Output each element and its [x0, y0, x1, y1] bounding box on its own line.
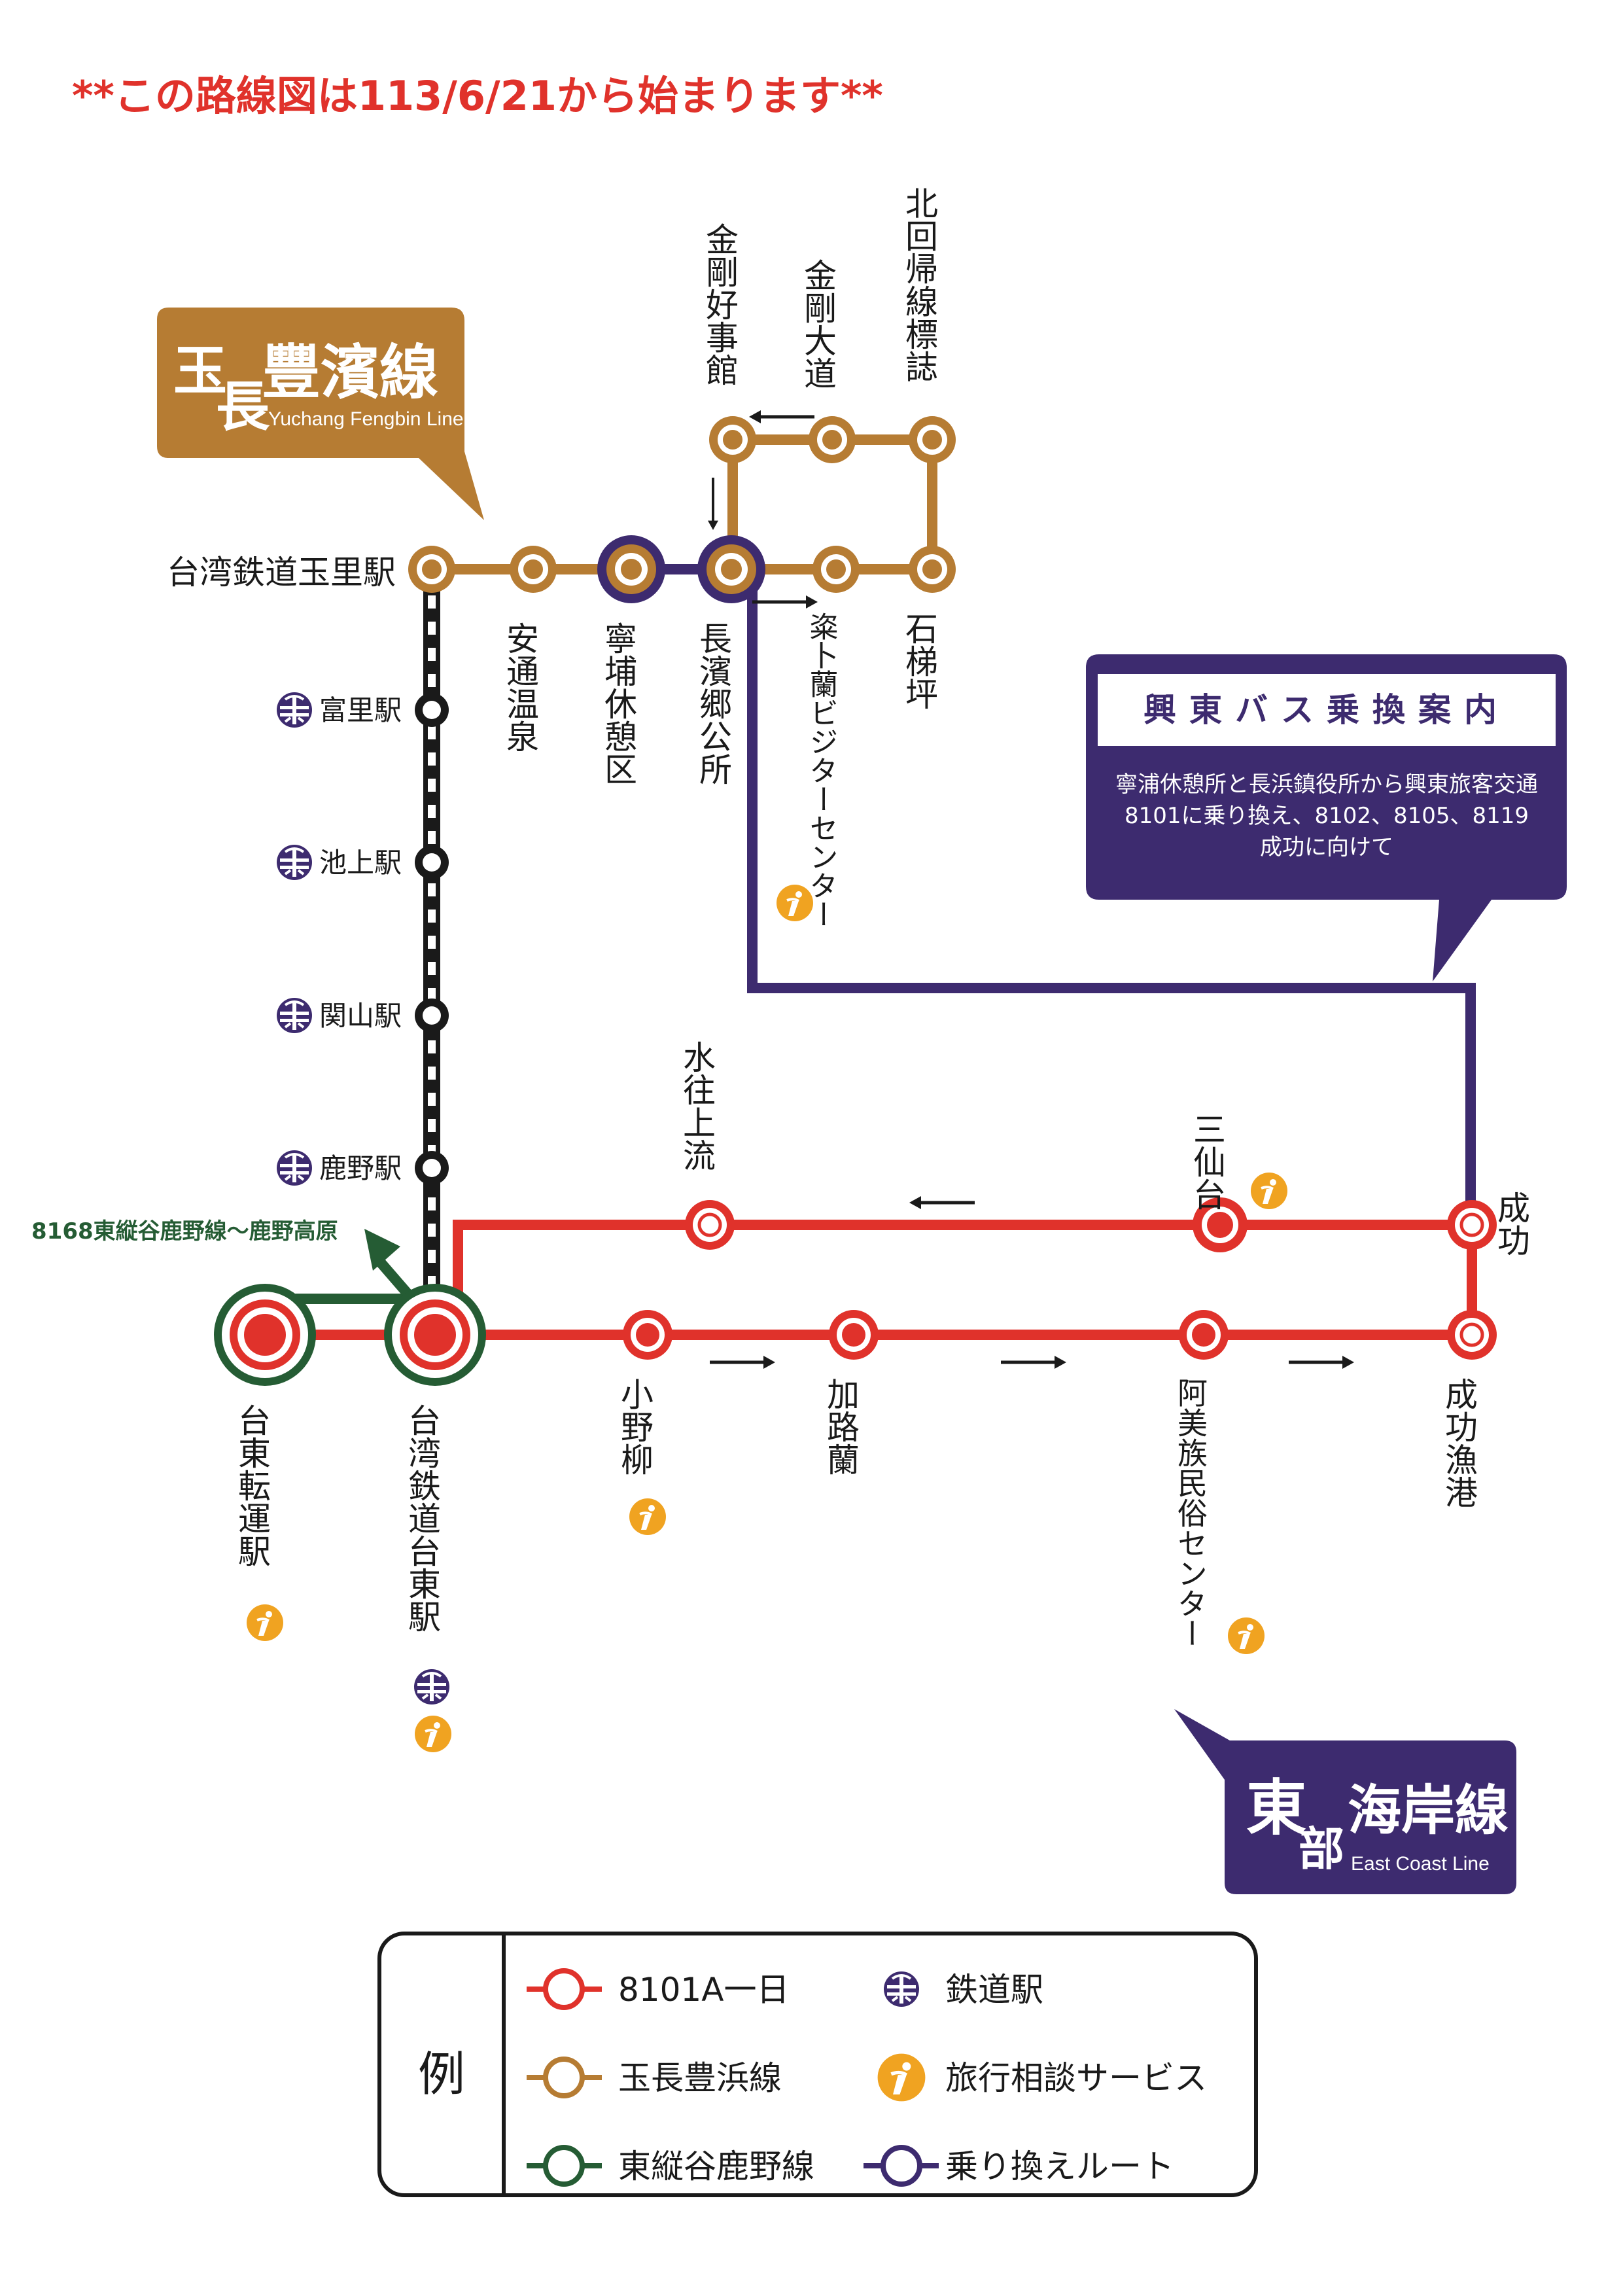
station-changbin — [697, 535, 765, 603]
station-guanshan — [415, 998, 449, 1033]
eastcoast-title-a: 東 — [1246, 1773, 1306, 1843]
red-stations[interactable] — [214, 1197, 1497, 1386]
brown-stations[interactable] — [408, 416, 956, 603]
green-route-label: 8168東縦谷鹿野線～鹿野高原 — [31, 1218, 338, 1245]
svg-text:鉄道駅: 鉄道駅 — [945, 1971, 1043, 2009]
transfer-box-line2: 8101に乗り換え、8102、8105、8119 — [1125, 803, 1529, 829]
label-amis: 阿美族民俗センター — [1173, 1377, 1208, 1648]
station-jingang-haoshi — [709, 416, 756, 463]
rail-labels: 富里駅 池上駅 関山駅 鹿野駅 — [275, 691, 451, 1706]
yuchang-title-a: 玉 — [173, 340, 227, 402]
label-yuli: 台湾鉄道玉里駅 — [167, 554, 396, 592]
railway-station-icon — [275, 843, 313, 881]
station-antong — [510, 546, 557, 593]
station-amis — [1179, 1310, 1229, 1360]
yuchang-title-c: 豐濱線 — [262, 338, 438, 407]
eastcoast-badge: 東 部 海岸線 East Coast Line — [1174, 1709, 1516, 1894]
station-xiaoyeliu — [623, 1310, 672, 1360]
legend-title: 例 — [418, 2047, 465, 2102]
label-fuli: 富里駅 — [319, 694, 402, 726]
legend-brown-route: 玉長豊浜線 — [527, 2057, 782, 2098]
svg-text:玉長豊浜線: 玉長豊浜線 — [618, 2059, 782, 2097]
label-jingang-haoshi: 金剛好事館 — [701, 222, 739, 386]
label-ningpu: 寧埔休憩区 — [599, 622, 637, 785]
svg-text:旅行相談サービス: 旅行相談サービス — [945, 2059, 1207, 2097]
label-jingang-dadao: 金剛大道 — [799, 258, 837, 389]
legend-red-route: 8101A一日 — [527, 1968, 789, 2010]
label-chishang: 池上駅 — [319, 847, 402, 879]
railway-station-icon — [275, 997, 313, 1034]
notice-text: **この路線図は113/6/21から始まります** — [72, 72, 883, 120]
travel-info-icon — [628, 1497, 667, 1536]
rail-stations[interactable] — [415, 693, 449, 1185]
station-shuiwang — [685, 1200, 735, 1250]
label-xiaoyeliu: 小野柳 — [616, 1377, 654, 1475]
station-jialulan — [829, 1310, 879, 1360]
label-chenggong-port: 成功漁港 — [1440, 1377, 1478, 1508]
station-chenggong-port — [1447, 1310, 1497, 1360]
station-chenggong — [1447, 1200, 1497, 1250]
vertical-labels: 安通温泉 寧埔休憩区 長濱郷公所 粢卜蘭ビジターセンター 石梯坪 金剛好事館 金… — [233, 186, 1530, 1648]
station-yuli — [408, 546, 455, 593]
yuchang-subtitle: Yuchang Fengbin Line — [268, 408, 464, 430]
label-shuiwang: 水往上流 — [678, 1040, 716, 1171]
legend-green-route: 東縦谷鹿野線 — [527, 2145, 814, 2187]
travel-info-icon — [878, 2054, 926, 2102]
station-fuli — [415, 693, 449, 727]
label-shitiping: 石梯坪 — [900, 612, 938, 710]
railway-station-icon — [882, 1970, 920, 2008]
yuchang-line — [432, 434, 937, 574]
legend: 例 8101A一日 玉長豊浜線 東縦谷鹿野線 鉄道駅 旅行相談サービス 乗り — [377, 1932, 1258, 2197]
label-changbin: 長濱郷公所 — [694, 622, 732, 785]
station-ningpu — [597, 535, 665, 603]
label-taitung-rail: 台湾鉄道台東駅 — [403, 1404, 441, 1633]
travel-info-icon — [245, 1603, 285, 1642]
label-sanxiantai: 三仙台 — [1188, 1112, 1226, 1210]
railway-station-icon — [275, 1149, 313, 1187]
station-chishang — [415, 845, 449, 879]
label-tropic: 北回帰線標誌 — [900, 186, 938, 383]
legend-info-service: 旅行相談サービス — [878, 2054, 1207, 2102]
station-xibulan — [812, 546, 860, 593]
svg-text:東縦谷鹿野線: 東縦谷鹿野線 — [618, 2147, 814, 2185]
transfer-box-line3: 成功に向けて — [1260, 834, 1393, 860]
transfer-box-line1: 寧浦休憩所と長浜鎮役所から興東旅客交通 — [1115, 771, 1538, 798]
station-shitiping — [909, 546, 956, 593]
legend-rail-station: 鉄道駅 — [882, 1970, 1043, 2009]
label-guanshan: 関山駅 — [319, 1000, 402, 1032]
legend-transfer-route: 乗り換えルート — [864, 2145, 1174, 2187]
eastcoast-subtitle: East Coast Line — [1351, 1853, 1490, 1875]
label-chenggong: 成功 — [1492, 1191, 1530, 1256]
eastcoast-title-c: 海岸線 — [1348, 1780, 1509, 1842]
travel-info-icon — [775, 883, 814, 923]
railway-station-icon — [413, 1668, 451, 1706]
eastcoast-title-b: 部 — [1299, 1822, 1344, 1876]
station-tropic — [909, 416, 956, 463]
label-jialulan: 加路蘭 — [822, 1377, 860, 1475]
station-luye — [415, 1151, 449, 1185]
yuchang-title-b: 長 — [216, 376, 270, 438]
label-luye: 鹿野駅 — [319, 1152, 402, 1184]
station-jingang-dadao — [809, 416, 856, 463]
travel-info-icon — [1227, 1616, 1266, 1655]
railway-station-icon — [275, 691, 313, 729]
station-taitung-transfer — [214, 1284, 316, 1386]
transfer-box-title: 興東バス乗換案内 — [1143, 691, 1510, 729]
svg-text:乗り換えルート: 乗り換えルート — [945, 2147, 1174, 2185]
svg-text:8101A一日: 8101A一日 — [618, 1971, 789, 2009]
station-taitung-rail — [384, 1284, 486, 1386]
label-antong: 安通温泉 — [501, 622, 539, 752]
travel-info-icon — [413, 1714, 453, 1754]
label-taitung-transfer: 台東転運駅 — [233, 1404, 271, 1567]
travel-info-icon — [1249, 1171, 1289, 1210]
yuchang-badge: 玉 長 豐濱線 Yuchang Fengbin Line — [157, 308, 484, 520]
station-sanxiantai — [1193, 1197, 1248, 1252]
label-xibulan: 粢卜蘭ビジターセンター — [805, 612, 838, 928]
transfer-box: 興東バス乗換案内 寧浦休憩所と長浜鎮役所から興東旅客交通 8101に乗り換え、8… — [1086, 654, 1567, 981]
